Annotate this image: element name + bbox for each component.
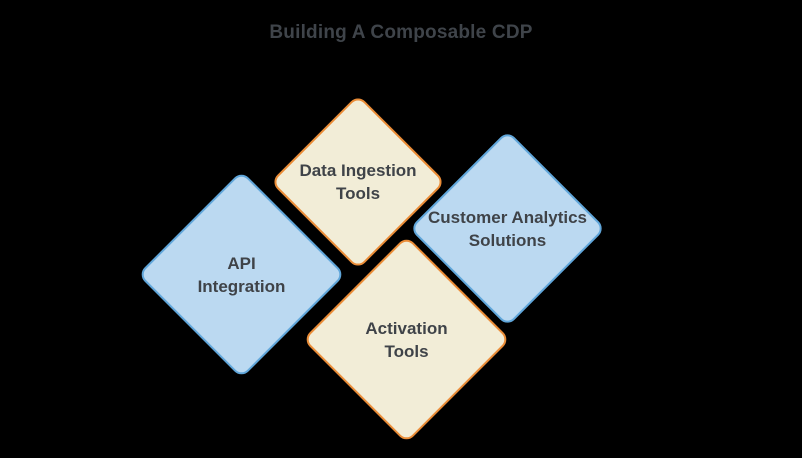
node-label-line2: Tools <box>335 184 381 203</box>
node-label-line1: API <box>227 253 256 273</box>
node-label-line1: Activation <box>365 318 448 338</box>
node-label-line2: Solutions <box>468 230 547 250</box>
node-label-line2: Integration <box>197 276 286 296</box>
diagram-title: Building A Composable CDP <box>269 22 533 43</box>
node-activation-tools-label: Activation Tools <box>335 268 478 411</box>
node-label-line1: Customer Analytics <box>427 207 588 227</box>
node-api-integration-label: API Integration <box>170 203 313 346</box>
node-label-line1: Data Ingestion <box>299 161 417 180</box>
node-data-ingestion-tools-label: Data Ingestion Tools <box>298 122 418 242</box>
node-label-line2: Tools <box>384 341 429 361</box>
